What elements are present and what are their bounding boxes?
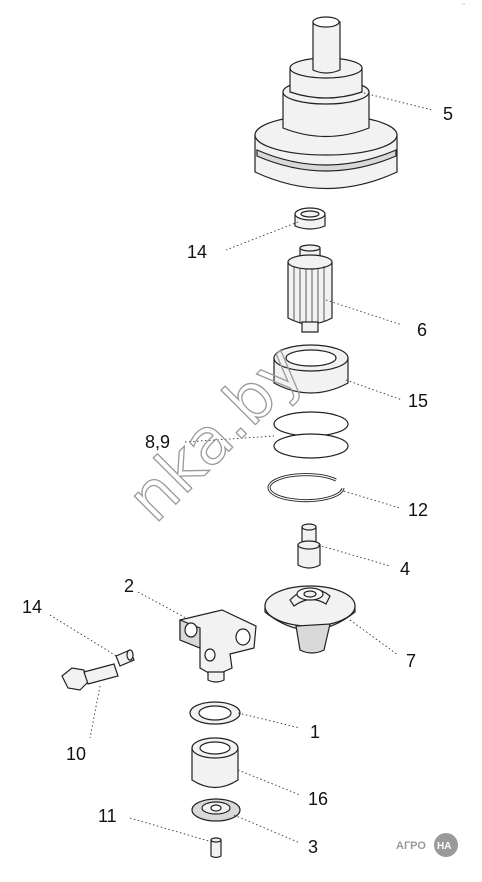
callout-2: 2 [124,576,134,596]
callout-14-top: 14 [187,242,207,262]
leader-lines [49,91,433,844]
callout-15: 15 [408,391,428,411]
corner-mark: ~ [462,2,466,8]
part-15-bearing [273,344,349,394]
callout-11: 11 [98,806,117,826]
part-16-roller [191,737,239,789]
part-4-pin [297,523,321,569]
callout-1: 1 [310,722,320,742]
part-6-splined-gear [287,244,333,333]
part-3-disk-washer [191,798,241,822]
part-12-snap-ring [267,473,345,503]
callout-12: 12 [408,500,428,520]
callout-4: 4 [400,559,410,579]
part-5-shaft-flange [254,16,398,190]
agro-logo: АГРО НА [396,833,458,857]
logo-text-left: АГРО [396,840,426,852]
part-10-hex-bolt [61,663,119,691]
part-11-screw [210,837,222,859]
callout-16: 16 [308,789,328,809]
callout-10: 10 [66,744,86,764]
part-2-bracket [179,609,257,683]
callout-14-left: 14 [22,597,42,617]
part-1-washer [189,701,241,725]
callout-6: 6 [417,320,427,340]
part-8-9-rings [273,411,349,459]
logo-circle [434,833,458,857]
callout-7: 7 [406,651,416,671]
callout-5: 5 [443,104,453,124]
part-7-cam [264,585,356,654]
callout-3: 3 [308,837,318,857]
part-14-sleeve [294,207,326,230]
callout-8-9: 8,9 [145,432,170,452]
callout-labels: 5 14 6 15 8,9 12 4 2 14 7 10 1 16 11 3 [22,104,453,857]
part-14-small-pin [115,649,135,667]
logo-text-right: НА [437,841,451,852]
